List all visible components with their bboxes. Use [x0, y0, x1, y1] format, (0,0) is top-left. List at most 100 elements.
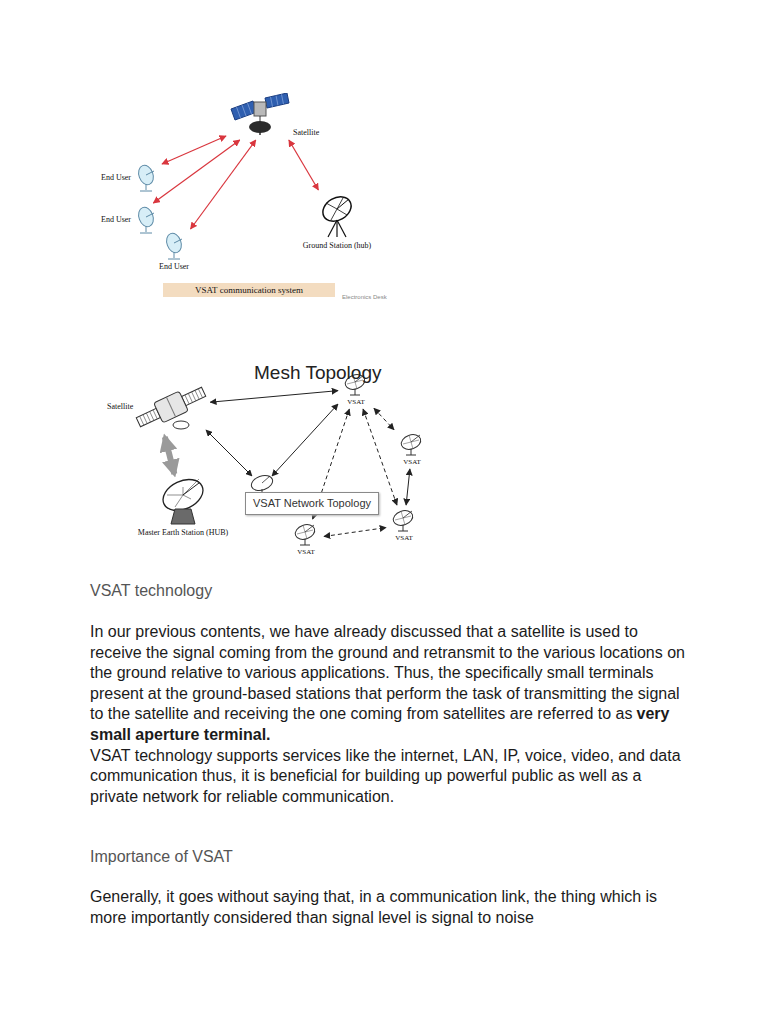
node-label: End User — [101, 215, 131, 224]
mesh-link — [406, 469, 410, 505]
node-label: VSAT — [347, 398, 365, 406]
node-label: Satellite — [293, 128, 319, 137]
node-label: Satellite — [107, 402, 133, 411]
dish-icon — [157, 478, 209, 526]
mesh-link — [324, 528, 386, 537]
dish-node: Master Earth Station (HUB) — [130, 477, 236, 538]
link-line — [272, 404, 338, 476]
dish-base — [140, 233, 152, 234]
dish-icon — [389, 508, 419, 532]
dish-node: VSAT — [396, 431, 428, 467]
dish-stand — [355, 389, 356, 395]
body-paragraph: Generally, it goes without saying that, … — [90, 887, 690, 928]
dish-base — [140, 191, 152, 192]
dish-stand — [403, 525, 404, 531]
dish-feed — [146, 171, 154, 175]
dish-feed — [174, 239, 182, 243]
dish-leg — [336, 220, 337, 237]
dish-stand — [174, 252, 175, 258]
dish-icon — [316, 193, 358, 239]
dish-icon — [291, 522, 321, 546]
panel-grid — [242, 105, 246, 116]
solar-panel — [265, 93, 289, 108]
dish-base — [350, 395, 360, 396]
dish-reflector — [136, 164, 156, 187]
dish-rib — [175, 495, 183, 507]
dish-reflector — [164, 232, 184, 255]
panel-hatch — [192, 392, 196, 401]
panel-grid — [276, 96, 278, 106]
dish-base — [300, 545, 310, 546]
panel-grid — [271, 97, 273, 107]
panel-grid — [248, 103, 252, 114]
panel-grid — [282, 94, 284, 104]
panel-hatch — [140, 416, 144, 425]
dish-stand — [411, 449, 412, 455]
topology-label-box: VSAT Network Topology — [245, 492, 379, 515]
dish-reflector — [136, 206, 156, 229]
dish-rib — [183, 495, 191, 499]
dish-rib — [183, 487, 184, 495]
dish-icon — [133, 164, 159, 192]
dish-rib — [167, 495, 183, 496]
node-label: VSAT — [403, 458, 421, 466]
signal-arrow — [191, 140, 256, 229]
panel-hatch — [185, 395, 189, 404]
dish-feed — [305, 525, 314, 532]
signal-arrow — [289, 140, 319, 190]
section-heading: Importance of VSAT — [90, 848, 233, 866]
panel-hatch — [143, 415, 147, 424]
dish-leg — [328, 220, 337, 237]
dish-rib — [337, 198, 343, 209]
mesh-link — [210, 391, 338, 403]
satellite-feed — [259, 127, 261, 135]
panel-hatch — [147, 413, 151, 422]
dish-rib — [337, 209, 347, 215]
dish-stand — [305, 539, 306, 545]
satellite-node: Satellite — [106, 380, 208, 434]
panel-hatch — [199, 389, 203, 398]
dish-feed — [262, 476, 270, 483]
solar-panel — [182, 387, 206, 405]
dish-base — [398, 531, 408, 532]
panel-hatch — [150, 411, 154, 420]
diagram-heading: Mesh Topology — [254, 362, 381, 384]
panel-hatch — [153, 410, 157, 419]
watermark: Electronics Desk — [342, 294, 387, 300]
caption-text: VSAT communication system — [195, 285, 303, 295]
dish-node: VSAT — [388, 507, 420, 543]
dish-base — [406, 455, 416, 456]
caption-band: VSAT communication system — [163, 283, 335, 297]
dish-node: VSAT — [290, 521, 322, 557]
dish-node: Ground Station (hub) — [298, 192, 376, 251]
panel-hatch — [189, 393, 193, 402]
dish-feed — [183, 483, 199, 495]
panel-hatch — [195, 390, 199, 399]
dish-icon — [397, 432, 427, 456]
mesh-link — [206, 404, 338, 476]
satellite-node: Satellite — [228, 92, 320, 138]
satellite-figure — [135, 382, 207, 432]
dish-reflector — [391, 508, 415, 528]
dish-feed — [337, 199, 349, 209]
dish-rib — [331, 209, 337, 220]
dish-feed — [403, 511, 412, 518]
signal-arrow — [153, 140, 239, 203]
node-label: VSAT — [297, 548, 315, 556]
dish-rib — [183, 479, 199, 495]
dish-node: End User — [158, 231, 190, 272]
dish-pedestal — [171, 509, 195, 524]
dish-node: End User — [100, 205, 160, 235]
mesh-link — [363, 409, 397, 505]
dish-feed — [146, 213, 154, 217]
node-label: End User — [101, 173, 131, 182]
dish-icon — [161, 232, 187, 260]
box-label: VSAT Network Topology — [253, 497, 371, 510]
satellite-icon — [229, 93, 291, 137]
satellite-body — [154, 391, 189, 423]
satellite-body — [254, 102, 266, 116]
dish-leg — [337, 220, 346, 237]
dish-stand — [146, 226, 147, 232]
